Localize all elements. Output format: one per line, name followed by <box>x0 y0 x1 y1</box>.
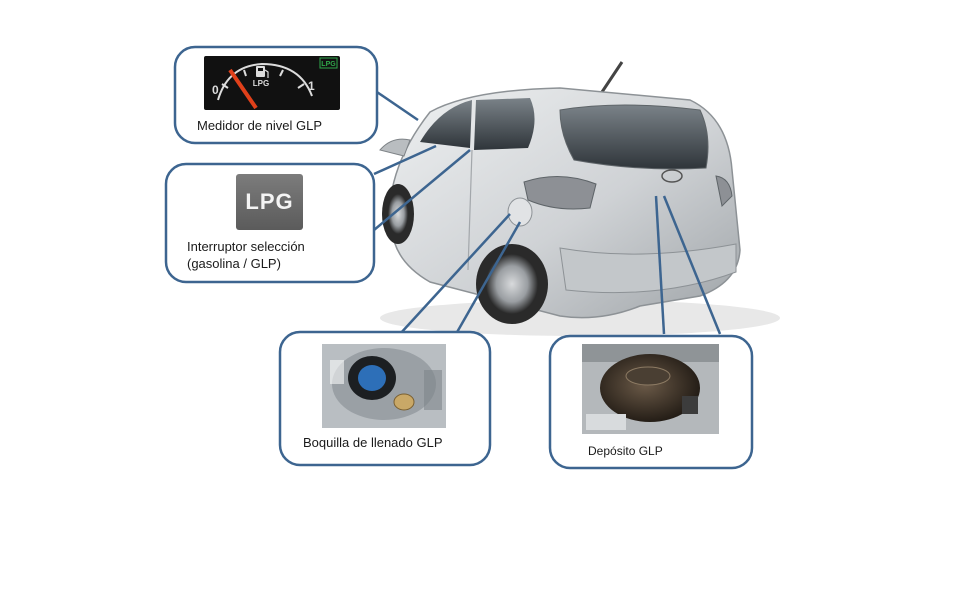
leader-line-tank-left <box>654 195 666 335</box>
lpg-tank-photo <box>582 344 719 434</box>
gauge-max-label: 1 <box>308 79 315 93</box>
leader-line-switch-bottom <box>373 149 471 231</box>
lpg-switch-button-label: LPG <box>245 189 294 214</box>
leader-line-nozzle-left <box>399 213 511 335</box>
switch-callout-label: Interruptor selección (gasolina / GLP) <box>187 238 305 272</box>
gauge-callout-label: Medidor de nivel GLP <box>197 118 323 133</box>
leader-line-gauge <box>373 88 419 122</box>
leader-lines <box>373 88 722 335</box>
leader-line-nozzle-right <box>454 221 522 335</box>
gauge-center-label: LPG <box>253 79 269 88</box>
tank-callout-label: Depósito GLP <box>588 444 663 458</box>
switch-callout-line-2: (gasolina / GLP) <box>187 256 281 271</box>
filler-nozzle-photo <box>322 344 446 428</box>
lpg-switch-button: LPG <box>236 174 303 230</box>
nozzle-callout-label: Boquilla de llenado GLP <box>303 435 443 450</box>
lpg-gauge: LPG LPG 0 1 <box>204 56 340 110</box>
fuel-pump-icon <box>256 66 269 78</box>
gauge-min-label: 0 <box>212 83 219 97</box>
switch-callout-line-1: Interruptor selección <box>187 239 305 254</box>
leader-line-switch-top <box>373 144 437 176</box>
leader-line-tank-right <box>662 195 722 335</box>
car-illustration <box>379 61 780 336</box>
gauge-needle <box>228 68 258 110</box>
gauge-indicator-label: LPG <box>321 61 336 68</box>
